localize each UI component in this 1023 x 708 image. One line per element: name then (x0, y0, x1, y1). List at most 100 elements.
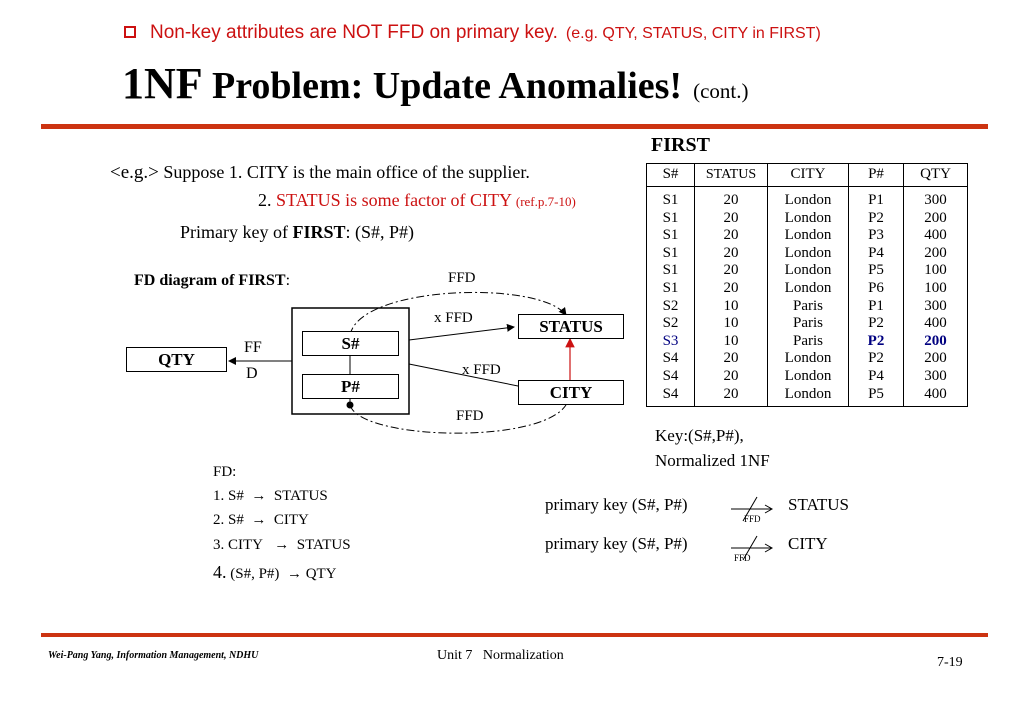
normalized-line: Normalized 1NF (655, 451, 770, 470)
cell-qty: 100 (903, 279, 968, 298)
cell-city: London (767, 209, 849, 228)
example-line-2-text: STATUS is some factor of CITY (276, 190, 512, 210)
cell-s: S1 (646, 244, 695, 263)
cell-city: London (767, 385, 849, 408)
col-header-p: P# (848, 163, 904, 187)
cell-city: London (767, 367, 849, 386)
top-note-text: Non-key attributes are NOT FFD on primar… (150, 22, 558, 43)
cell-status: 20 (694, 186, 768, 210)
p-node-dot (346, 401, 354, 409)
cell-status: 20 (694, 385, 768, 408)
xffd-label-2: x FFD (462, 362, 501, 378)
cell-p: P2 (848, 315, 904, 333)
not-ffd-1-left: primary key (S#, P#) (545, 495, 688, 514)
cell-status: 20 (694, 279, 768, 298)
fd-item-1-rhs: STATUS (273, 488, 328, 504)
cell-s: S1 (646, 209, 695, 228)
example-line-2: 2. STATUS is some factor of CITY (ref.p.… (258, 190, 576, 211)
col-header-s: S# (646, 163, 695, 187)
not-ffd-1-label: FFD (744, 514, 761, 524)
fd-item-3: 3. CITY → STATUS (213, 537, 351, 554)
xffd-label-1: x FFD (434, 310, 473, 326)
cell-p: P5 (848, 385, 904, 408)
page-number: 7-19 (937, 655, 963, 670)
fd-list-title: FD: (213, 464, 237, 480)
footer-rule (41, 633, 988, 637)
cell-s: S4 (646, 367, 695, 386)
first-table-header-row: S# STATUS CITY P# QTY (646, 163, 968, 187)
cell-city: Paris (767, 332, 849, 351)
eg-prefix: <e.g.> (110, 162, 159, 183)
arrow-right-icon: → (274, 537, 290, 553)
cell-qty: 400 (903, 385, 968, 408)
cell-status: 20 (694, 350, 768, 368)
cell-status: 20 (694, 244, 768, 263)
cell-status: 10 (694, 315, 768, 333)
example-line-3: Primary key of FIRST: (S#, P#) (180, 222, 414, 243)
ff-label: FF (244, 339, 262, 356)
cell-city: London (767, 186, 849, 210)
cell-p: P5 (848, 262, 904, 280)
cell-status: 10 (694, 332, 768, 351)
cell-status: 10 (694, 297, 768, 316)
example-line-2-ref: (ref.p.7-10) (515, 194, 576, 209)
col-header-status: STATUS (694, 163, 768, 187)
col-header-city: CITY (767, 163, 849, 187)
cell-s: S1 (646, 279, 695, 298)
cell-city: Paris (767, 297, 849, 316)
cell-p: P4 (848, 244, 904, 263)
cell-s: S1 (646, 186, 695, 210)
cell-s: S1 (646, 227, 695, 245)
cell-qty: 100 (903, 262, 968, 280)
example-line-3-prefix: Primary key of (180, 222, 288, 242)
fd-item-1: 1. S# → STATUS (213, 488, 328, 505)
first-table-title: FIRST (651, 134, 710, 156)
cell-qty: 300 (903, 297, 968, 316)
fd-item-3-lhs: 3. CITY (213, 537, 263, 553)
cell-city: London (767, 227, 849, 245)
arrow-right-icon: → (251, 512, 267, 528)
cell-qty: 200 (903, 350, 968, 368)
footer-unit: Unit 7 Normalization (437, 648, 564, 663)
cell-p: P1 (848, 297, 904, 316)
not-ffd-arrow-icon (731, 496, 774, 522)
cell-s: S2 (646, 297, 695, 316)
cell-s: S1 (646, 262, 695, 280)
fd-item-4-rhs: QTY (305, 566, 337, 582)
cell-p: P4 (848, 367, 904, 386)
s-to-status-arrow (408, 323, 515, 341)
cell-s: S2 (646, 315, 695, 333)
fd-caption-bold: FD diagram of FIRST (134, 272, 286, 289)
fd-item-4-num: 4. (213, 562, 227, 582)
example-line-3-bold: FIRST (292, 222, 346, 242)
col-header-qty: QTY (903, 163, 968, 187)
s-to-city-arrow (408, 363, 539, 393)
not-ffd-1-right: STATUS (788, 495, 849, 514)
top-note-example: (e.g. QTY, STATUS, CITY in FIRST) (565, 25, 821, 42)
footer-author: Wei-Pang Yang, Information Management, N… (48, 650, 259, 661)
fd-item-3-rhs: STATUS (296, 537, 351, 553)
cell-s: S4 (646, 350, 695, 368)
key-line: Key:(S#,P#), (655, 426, 744, 445)
cell-p: P2 (848, 209, 904, 228)
fd-item-2-rhs: CITY (273, 512, 309, 528)
fd-item-4-lhs: (S#, P#) (230, 566, 280, 582)
cell-qty: 400 (903, 227, 968, 245)
cell-city: Paris (767, 315, 849, 333)
cell-status: 20 (694, 209, 768, 228)
cell-qty: 300 (903, 186, 968, 210)
example-line-1: <e.g.> Suppose 1. CITY is the main offic… (110, 162, 530, 184)
cell-p: P1 (848, 186, 904, 210)
cell-city: London (767, 244, 849, 263)
